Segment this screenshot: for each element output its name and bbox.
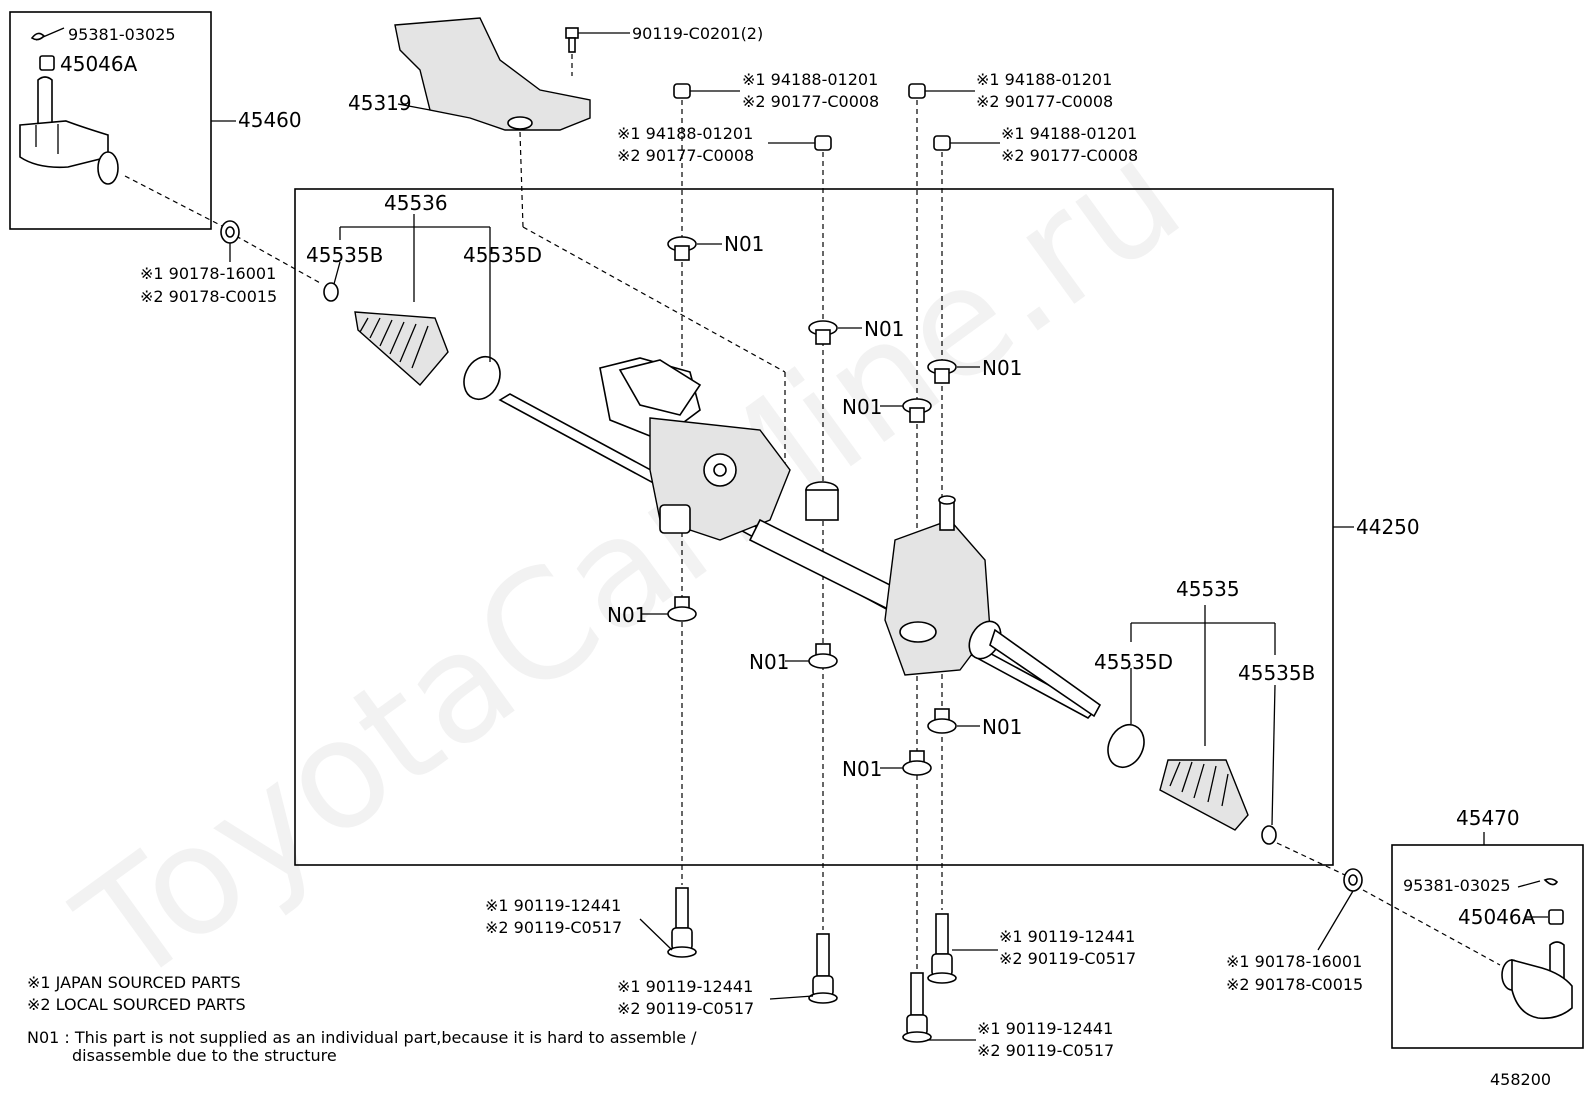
label-nut-top-1b: ※2 90177-C0008 [742, 92, 879, 111]
label-n01-5: N01 [607, 603, 647, 627]
label-n01-7: N01 [982, 715, 1022, 739]
label-95381-right: 95381-03025 [1403, 876, 1511, 895]
label-bolt-1b: ※2 90119-C0517 [485, 918, 622, 937]
label-45535d-right: 45535D [1094, 650, 1173, 674]
legend-local: ※2 LOCAL SOURCED PARTS [27, 995, 246, 1014]
label-n01-6: N01 [749, 650, 789, 674]
bushing-n01-3 [927, 359, 957, 384]
steering-gear-assembly[interactable] [498, 357, 1102, 720]
nut-90178-right[interactable] [1343, 868, 1363, 892]
label-45319: 45319 [348, 91, 412, 115]
label-45536: 45536 [384, 191, 448, 215]
bushing-n01-5 [667, 596, 697, 622]
legend-japan: ※1 JAPAN SOURCED PARTS [27, 973, 241, 992]
note-n01-line1: N01 : This part is not supplied as an in… [27, 1028, 697, 1047]
band-45535d-right[interactable] [1101, 719, 1150, 773]
clamp-45535b-right[interactable] [1261, 825, 1277, 845]
label-bolt-2b: ※2 90119-C0517 [617, 999, 754, 1018]
label-nut-top-4b: ※2 90177-C0008 [1001, 146, 1138, 165]
label-44250: 44250 [1356, 515, 1420, 539]
label-nut-top-3b: ※2 90177-C0008 [976, 92, 1113, 111]
nut-top-2[interactable] [814, 135, 832, 151]
bushing-n01-6 [808, 643, 838, 669]
band-45535d-left[interactable] [457, 351, 506, 405]
bolt-bottom-3[interactable] [927, 913, 957, 984]
label-90178-left-2: ※2 90178-C0015 [140, 287, 277, 306]
label-90178-right-1: ※1 90178-16001 [1226, 952, 1362, 971]
tie-rod-end-right-box [1391, 844, 1584, 1049]
rack-boot-right[interactable] [1159, 759, 1249, 831]
tie-rod-end-right[interactable] [1501, 878, 1573, 1020]
tie-rod-end-left[interactable] [19, 27, 119, 185]
bolt-bottom-4[interactable] [902, 972, 932, 1043]
label-45460: 45460 [238, 108, 302, 132]
diagram-number: 458200 [1490, 1070, 1551, 1089]
label-45046a-right: 45046A [1458, 905, 1536, 929]
note-n01-line2: disassemble due to the structure [72, 1046, 337, 1065]
rack-boot-left[interactable] [354, 311, 449, 386]
label-bolt-2a: ※1 90119-12441 [617, 977, 753, 996]
watermark: ToyotaCarMine.ru [48, 108, 1211, 1020]
label-bolt-4b: ※2 90119-C0517 [977, 1041, 1114, 1060]
bolt-bottom-2[interactable] [808, 933, 838, 1004]
nut-90178-left[interactable] [220, 220, 240, 244]
bushing-n01-4 [902, 398, 932, 423]
label-90178-left-1: ※1 90178-16001 [140, 264, 276, 283]
label-n01-8: N01 [842, 757, 882, 781]
label-45535d-left: 45535D [463, 243, 542, 267]
label-bolt-1a: ※1 90119-12441 [485, 896, 621, 915]
label-nut-top-2a: ※1 94188-01201 [617, 124, 753, 143]
label-nut-top-2b: ※2 90177-C0008 [617, 146, 754, 165]
bolt-bottom-1[interactable] [667, 887, 697, 958]
label-90119-c0201: 90119-C0201(2) [632, 24, 763, 43]
label-bolt-3a: ※1 90119-12441 [999, 927, 1135, 946]
label-n01-1: N01 [724, 232, 764, 256]
label-45535b-left: 45535B [306, 243, 383, 267]
bolt-90119-c0201[interactable] [565, 27, 579, 53]
gear-housing-cover[interactable] [394, 17, 591, 131]
bushing-n01-8 [902, 750, 932, 776]
bushing-n01-2 [808, 320, 838, 345]
label-nut-top-3a: ※1 94188-01201 [976, 70, 1112, 89]
bushing-n01-7 [927, 708, 957, 734]
label-45535: 45535 [1176, 577, 1240, 601]
nut-top-1[interactable] [673, 83, 691, 99]
nut-top-4[interactable] [933, 135, 951, 151]
label-90178-right-2: ※2 90178-C0015 [1226, 975, 1363, 994]
label-bolt-4a: ※1 90119-12441 [977, 1019, 1113, 1038]
label-n01-3: N01 [982, 356, 1022, 380]
label-45535b-right: 45535B [1238, 661, 1315, 685]
label-45046a-left: 45046A [60, 52, 138, 76]
bushing-n01-1 [667, 236, 697, 261]
label-95381-left: 95381-03025 [68, 25, 176, 44]
label-45470: 45470 [1456, 806, 1520, 830]
clamp-45535b-left[interactable] [323, 282, 339, 302]
label-bolt-3b: ※2 90119-C0517 [999, 949, 1136, 968]
label-n01-2: N01 [864, 317, 904, 341]
nut-top-3[interactable] [908, 83, 926, 99]
label-n01-4: N01 [842, 395, 882, 419]
label-nut-top-1a: ※1 94188-01201 [742, 70, 878, 89]
label-nut-top-4a: ※1 94188-01201 [1001, 124, 1137, 143]
